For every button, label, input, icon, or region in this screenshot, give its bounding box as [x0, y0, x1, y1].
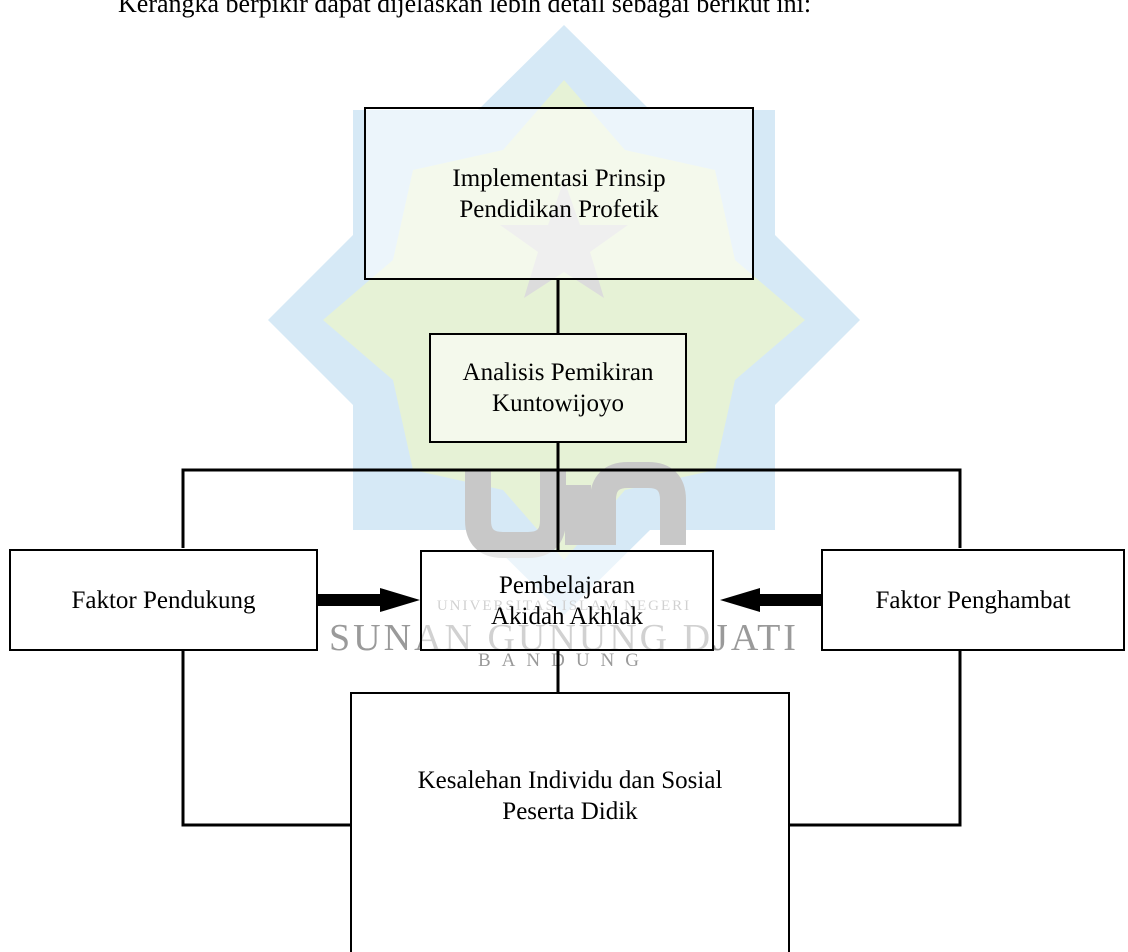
arrow-left	[720, 588, 822, 612]
box-implementasi: Implementasi Prinsip Pendidikan Profetik	[364, 107, 754, 280]
box-pembelajaran: Pembelajaran Akidah Akhlak	[420, 550, 714, 651]
label-analisis: Analisis Pemikiran Kuntowijoyo	[462, 359, 654, 417]
box-kesalehan: Kesalehan Individu dan Sosial Peserta Di…	[350, 692, 790, 952]
label-faktor-penghambat: Faktor Penghambat	[875, 586, 1071, 614]
line-left-bracket	[181, 650, 350, 827]
arrow-right	[318, 588, 420, 612]
label-pembelajaran: Pembelajaran Akidah Akhlak	[490, 571, 644, 630]
label-implementasi: Implementasi Prinsip Pendidikan Profetik	[452, 164, 666, 223]
label-faktor-pendukung: Faktor Pendukung	[71, 586, 256, 614]
box-faktor-penghambat: Faktor Penghambat	[821, 549, 1125, 651]
box-faktor-pendukung: Faktor Pendukung	[9, 549, 318, 651]
label-kesalehan: Kesalehan Individu dan Sosial Peserta Di…	[417, 766, 723, 825]
intro-text: Kerangka berpikir dapat dijelaskan lebih…	[118, 0, 812, 18]
line-right-bracket	[790, 650, 962, 827]
line-top-bracket	[181, 468, 962, 548]
box-analisis: Analisis Pemikiran Kuntowijoyo	[429, 333, 687, 443]
